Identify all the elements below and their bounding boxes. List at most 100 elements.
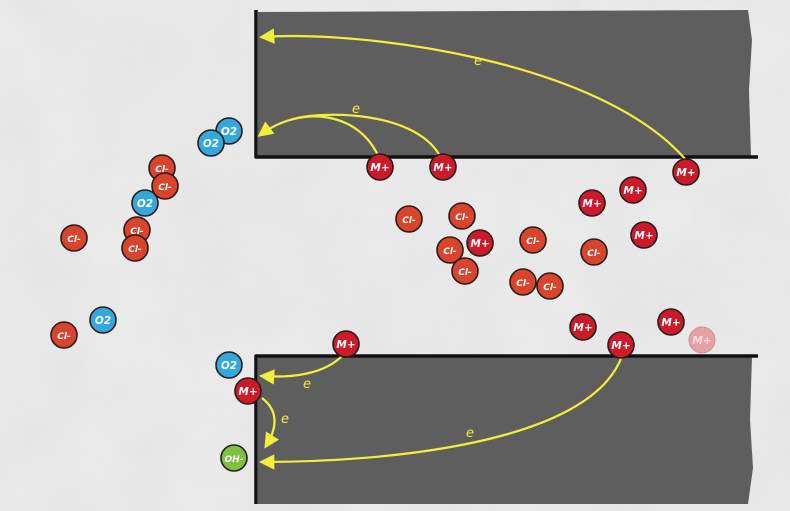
ion-label: Cl- — [402, 216, 416, 226]
ion-label: M+ — [661, 317, 680, 329]
ion-label: Cl- — [57, 332, 71, 342]
ion-circle — [429, 153, 457, 181]
metal-ion-ion: M+ — [569, 313, 597, 341]
ion-label: Cl- — [516, 279, 530, 289]
chloride-ion: Cl- — [436, 236, 464, 264]
metal-ion-ion: M+ — [607, 331, 635, 359]
ion-label: M+ — [611, 340, 630, 352]
ion-circle — [657, 308, 685, 336]
electron-paths: e e e e e — [257, 28, 687, 470]
chloride-ion: Cl- — [536, 272, 564, 300]
metal-ion-ion: M+ — [672, 158, 700, 186]
chloride-ion: Cl- — [60, 224, 88, 252]
ion-label: M+ — [692, 335, 711, 347]
ion-label: M+ — [582, 198, 601, 210]
hydroxide-ion: OH- — [220, 444, 248, 472]
ion-circle — [509, 268, 537, 296]
ion-label: M+ — [336, 339, 355, 351]
ion-label: Cl- — [587, 249, 601, 259]
metal-ion-ion: M+ — [619, 176, 647, 204]
oxygen-ion: O2 — [89, 306, 117, 334]
electron-path-bottom-vertical — [261, 397, 280, 449]
metal-ion-ion: M+ — [578, 189, 606, 217]
ion-label: Cl- — [128, 245, 142, 255]
chloride-ion: Cl- — [395, 205, 423, 233]
ion-label: Cl- — [543, 283, 557, 293]
ion-label: Cl- — [158, 183, 172, 193]
metal-ion-ion: M+ — [366, 153, 394, 181]
ion-circle — [607, 331, 635, 359]
chloride-ion: Cl- — [50, 321, 78, 349]
ion-label: M+ — [634, 230, 653, 242]
chloride-ion: Cl- — [151, 172, 179, 200]
electron-path-top-short-1 — [257, 115, 382, 161]
ion-circle — [630, 221, 658, 249]
ion-circle — [366, 153, 394, 181]
ion-circle — [672, 158, 700, 186]
electron-label: e — [303, 377, 311, 392]
ion-label: O2 — [221, 126, 237, 138]
ion-label: Cl- — [155, 165, 169, 175]
oxygen-ion: O2 — [197, 129, 225, 157]
ion-label: Cl- — [455, 213, 469, 223]
metal-ion-ion: M+ — [332, 330, 360, 358]
ion-label: O2 — [95, 315, 111, 327]
metal-ion-ion: M+ — [466, 229, 494, 257]
ion-circle — [536, 272, 564, 300]
ion-label: M+ — [370, 162, 389, 174]
ion-label: M+ — [573, 322, 592, 334]
ion-label: Cl- — [526, 237, 540, 247]
ion-circle — [395, 205, 423, 233]
ion-circle — [50, 321, 78, 349]
ion-label: O2 — [221, 360, 237, 372]
ion-circle — [436, 236, 464, 264]
ion-label: M+ — [433, 162, 452, 174]
ion-circle — [332, 330, 360, 358]
electron-label: e — [466, 426, 474, 441]
ion-circle — [215, 351, 243, 379]
metal-ion-ion: M+ — [657, 308, 685, 336]
electron-path-bottom-long — [258, 355, 624, 470]
ion-label: Cl- — [443, 247, 457, 257]
ion-circle — [60, 224, 88, 252]
ion-circle — [519, 226, 547, 254]
ion-circle — [688, 326, 716, 354]
electron-path-top-long — [258, 28, 687, 161]
ion-label: O2 — [203, 138, 219, 150]
ion-label: Cl- — [130, 227, 144, 237]
ion-label: M+ — [623, 185, 642, 197]
ion-circle — [466, 229, 494, 257]
ion-circle — [234, 377, 262, 405]
oxygen-ion: O2 — [215, 351, 243, 379]
metal-ion-ion: M+ — [234, 377, 262, 405]
ion-circle — [89, 306, 117, 334]
ion-circle — [131, 189, 159, 217]
chloride-ion: Cl- — [121, 234, 149, 262]
chloride-ion: Cl- — [448, 202, 476, 230]
faded-metal-ion-ion: M+ — [688, 326, 716, 354]
electron-label: e — [281, 412, 289, 427]
ion-circle — [569, 313, 597, 341]
ion-circle — [151, 172, 179, 200]
chloride-ion: Cl- — [509, 268, 537, 296]
ion-circle — [619, 176, 647, 204]
lower-metal-plate — [254, 354, 758, 504]
ions: O2O2Cl-Cl-O2Cl-Cl-Cl-Cl-O2M+M+M+M+M+Cl-C… — [50, 117, 716, 472]
metal-ion-ion: M+ — [429, 153, 457, 181]
metal-ion-ion: M+ — [630, 221, 658, 249]
ion-circle — [448, 202, 476, 230]
upper-metal-plate — [254, 10, 758, 159]
ion-label: M+ — [676, 167, 695, 179]
ion-label: Cl- — [458, 268, 472, 278]
ion-circle — [580, 238, 608, 266]
ion-circle — [451, 257, 479, 285]
ion-circle — [121, 234, 149, 262]
ion-label: O2 — [137, 198, 153, 210]
oxygen-ion: O2 — [131, 189, 159, 217]
ion-circle — [220, 444, 248, 472]
ion-label: Cl- — [67, 235, 81, 245]
ion-label: M+ — [470, 238, 489, 250]
ion-label: OH- — [225, 455, 244, 465]
